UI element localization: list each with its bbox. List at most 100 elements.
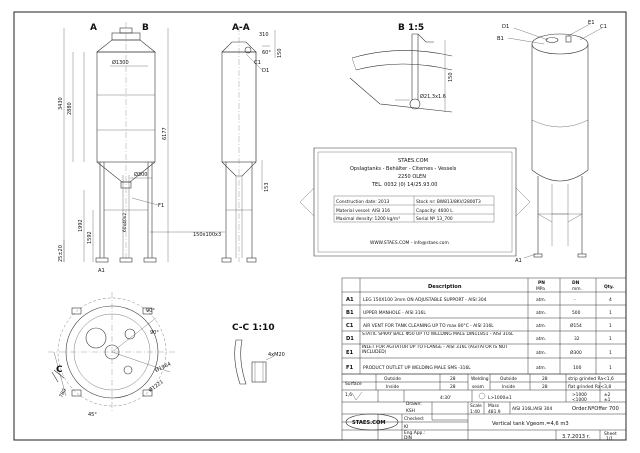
parts-pn: atm.: [536, 310, 546, 316]
parts-pos: F1: [346, 365, 354, 371]
parts-row-a1: A1 LEG 150X100 3mm ON ADJUSTABLE SUPPORT…: [346, 297, 612, 303]
tb-angle: 4:30': [440, 395, 451, 401]
parts-header-dn-unit: mm.: [572, 287, 582, 292]
tb-material: AISI 316L/AISI 304: [512, 406, 552, 412]
dim-6177: 6177: [162, 127, 168, 140]
detail-b-title: B 1:5: [398, 23, 424, 33]
dim-2880: 2880: [67, 102, 73, 115]
parts-pos: A1: [346, 297, 354, 303]
tb-finish: 1,6: [345, 392, 352, 398]
dim-1592: 1592: [87, 231, 93, 244]
dim-diameter-1300: Ø1300: [112, 59, 129, 66]
parts-qty: 1: [609, 336, 612, 342]
parts-row-d1: D1 STATIC SPRAY BALL Φ50 UP TO WELDING M…: [346, 332, 612, 342]
parts-description: PRODUCT OUTLET UP WELDING MALE SMS -316L: [363, 365, 471, 371]
tb-outside: Outside: [384, 376, 401, 382]
parts-pn: atm.: [536, 323, 546, 329]
iso-mark-a1: A1: [515, 258, 522, 264]
tb-sheet-value: 1/1: [606, 436, 613, 442]
front-mark-a1: A1: [98, 268, 105, 274]
tb-surface: Surface: [345, 381, 362, 387]
parts-header-dn: DN: [572, 280, 580, 286]
dim-45deg: 45°: [88, 412, 97, 418]
parts-row-f1: F1 PRODUCT OUTLET UP WELDING MALE SMS -3…: [346, 365, 612, 371]
isometric-view: [507, 23, 603, 259]
nameplate-brand: STAES.COM: [398, 158, 428, 164]
tb-inside-2-value: 28: [542, 384, 548, 390]
tb-strip: strip grinded Ra<1,6: [568, 376, 614, 382]
parts-header-description: Description: [428, 284, 462, 290]
tb-tol-2-value: ±1: [604, 397, 611, 403]
dim-153: 153: [264, 182, 270, 192]
parts-header-pn: PN: [538, 280, 545, 286]
nameplate-line3: TEL. 0032 (0) 14/25.93.00: [371, 182, 437, 188]
front-mark-b: B: [142, 23, 149, 33]
parts-header-pn-unit: MPa: [536, 286, 545, 292]
tb-date: 3.7.2013 r.: [562, 434, 590, 440]
top-mark-c: C: [56, 365, 63, 375]
parts-dn: 500: [572, 310, 581, 316]
parts-pos: C1: [346, 323, 354, 329]
sheet-frame: [13, 11, 627, 441]
dim-3430: 3430: [58, 97, 64, 110]
parts-pos: E1: [346, 350, 354, 356]
dim-beam: 150x100x3: [193, 232, 221, 238]
tb-inside-value: 28: [450, 384, 456, 390]
tb-outside-2-value: 28: [542, 376, 548, 382]
dim-1992: 1992: [78, 219, 84, 232]
iso-mark-b1: B1: [497, 36, 504, 42]
iso-mark-d1: D1: [502, 24, 509, 30]
tb-scale: Scale: [470, 403, 482, 409]
parts-description: UPPER MANHOLE - AISI 316L: [363, 310, 426, 316]
parts-qty: 1: [609, 365, 612, 371]
tb-tol-1-value: ±2: [604, 392, 611, 398]
dim-90deg-a: 90°: [146, 308, 155, 314]
parts-qty: 1: [609, 350, 612, 356]
nameplate-row3-value: Serial Nº 13_700: [416, 216, 453, 222]
tb-outside-2: Outside: [500, 376, 517, 382]
nameplate-row2-key: Material vessel: AISI 316: [336, 208, 390, 214]
parts-row-b1: B1 UPPER MANHOLE - AISI 316L atm. 500 1: [346, 310, 612, 316]
section-aa-title: A-A: [232, 23, 250, 33]
front-view: [63, 22, 169, 263]
tb-scale-value: 1:40: [470, 409, 480, 415]
parts-header-qty: Qty.: [604, 284, 614, 290]
tb-tol-2: <1000: [572, 397, 587, 403]
tb-tol-1: >1000: [572, 392, 587, 398]
dim-m20: 4xM20: [268, 352, 285, 358]
parts-pn: atm.: [536, 365, 546, 371]
tb-title: Vertical tank Vgeom.=4,6 m3: [492, 421, 569, 427]
parts-pos: B1: [346, 310, 354, 316]
staes-logo: STAES.COM: [345, 413, 399, 431]
dim-pipe: Ø21,3x1.6: [420, 93, 446, 100]
section-cc-view: [234, 339, 275, 385]
dim-diameter-300: Ø300: [134, 171, 147, 178]
parts-dn: Ø154: [570, 322, 582, 329]
dim-25: 25±20: [58, 245, 64, 262]
parts-dn: 100: [573, 365, 582, 371]
parts-row-c1: C1 AIR VENT FOR TANK CLEANING UP TO max …: [346, 322, 612, 329]
dim-profile: 60x40x2: [122, 213, 128, 232]
parts-description: AIR VENT FOR TANK CLEANING UP TO max 80°…: [363, 323, 494, 329]
tb-welding: Welding: [471, 376, 489, 382]
tb-inside-2: Inside: [502, 384, 515, 390]
nameplate-row1-key: Construction date: 2013: [336, 199, 390, 205]
tb-sheet: Sheet: [604, 431, 617, 437]
parts-qty: 4: [609, 297, 612, 303]
parts-qty: 1: [609, 310, 612, 316]
tb-eng-app: Eng.App.:: [404, 430, 425, 436]
nameplate-line1: Opslagtanks - Behälter - Citernes - Vess…: [350, 166, 457, 172]
tb-inside: Inside: [386, 384, 399, 390]
detail-b-view: [349, 33, 453, 113]
iso-mark-e1: E1: [588, 20, 595, 26]
tb-mass: Mass: [488, 403, 500, 409]
parts-row-e1: E1 INLET FOR AGITATOR UP TO FLANGE - AIS…: [346, 345, 612, 356]
dim-90deg-b: 90°: [150, 330, 159, 336]
nameplate-footer: WWW.STAES.COM - info@staes.com: [370, 240, 449, 246]
tb-order: Order.NºOffer 700: [572, 406, 619, 412]
aa-mark-c1: C1: [254, 60, 261, 66]
nameplate-row3-key: Maximal density: 1200 kg/m³: [336, 216, 400, 222]
front-mark-f1: F1: [158, 203, 164, 209]
tb-drawn: Drawn:: [406, 401, 422, 407]
